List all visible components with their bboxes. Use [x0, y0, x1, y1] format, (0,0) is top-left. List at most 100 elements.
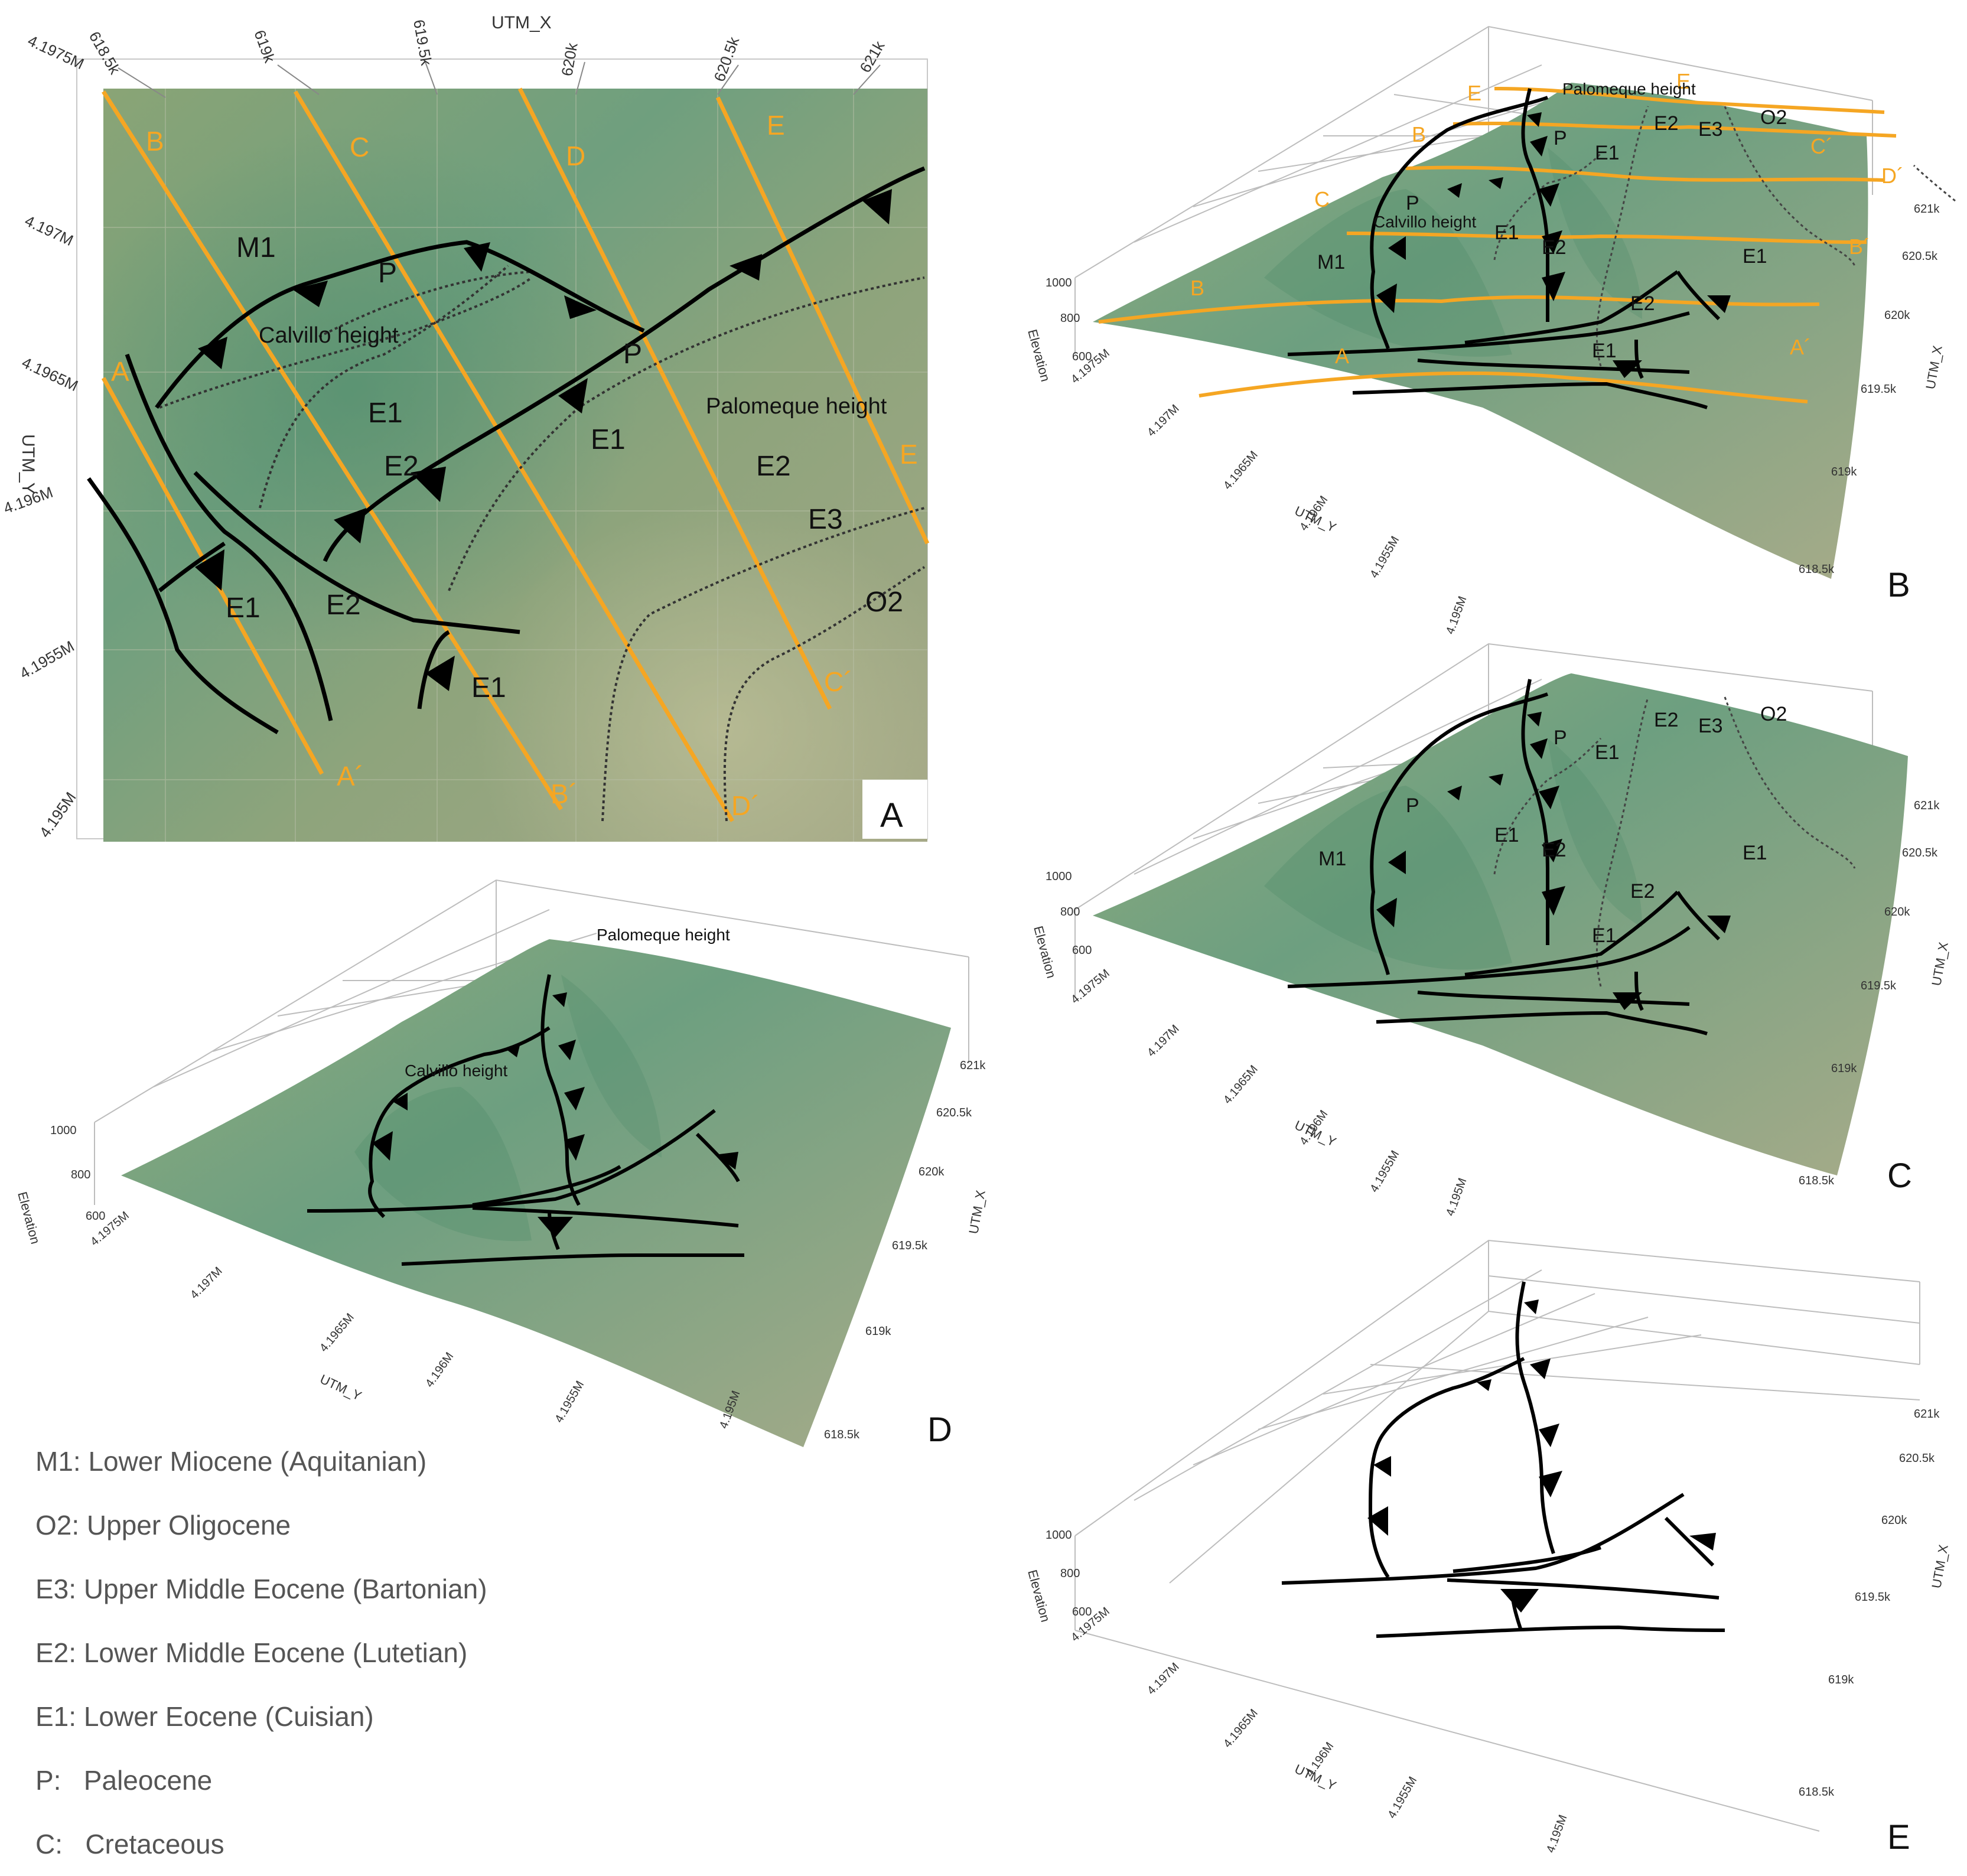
x-ticks-c: 621k 620.5k 620k 619.5k 619k 618.5k	[1799, 799, 1940, 1187]
sec-b-8: B´	[1849, 234, 1870, 259]
z-title-d: Elevation	[15, 1190, 43, 1246]
svg-text:621k: 621k	[960, 1059, 986, 1072]
x-ticks-a: 618.5k 619k 619.5k 620k 620.5k 621k	[86, 18, 888, 84]
svg-text:1000: 1000	[1046, 1529, 1072, 1542]
svg-text:618.5k: 618.5k	[824, 1428, 860, 1441]
svg-text:4.1965M: 4.1965M	[1221, 1706, 1261, 1750]
calvillo-height-b: Calvillo height	[1373, 213, 1477, 231]
svg-text:E1: E1	[1743, 842, 1767, 864]
x-title-e: UTM_X	[1929, 1543, 1951, 1590]
unit-e1-1: E1	[368, 398, 403, 429]
unit-o2: O2	[865, 587, 903, 618]
panel-d-letter: D	[927, 1411, 952, 1449]
sec-end-a: A´	[337, 761, 364, 792]
sec-b-7: D´	[1881, 164, 1904, 188]
svg-text:4.197M: 4.197M	[1145, 1660, 1182, 1698]
palomeque-height-d: Palomeque height	[597, 926, 730, 944]
svg-text:E1: E1	[1592, 924, 1617, 947]
z-ticks-e: 1000 800 600	[1046, 1529, 1092, 1618]
z-ticks-c: 1000 800 600	[1046, 870, 1092, 957]
svg-text:P: P	[1554, 727, 1567, 749]
svg-text:4.1955M: 4.1955M	[1367, 534, 1402, 580]
svg-text:O2: O2	[1760, 106, 1787, 129]
unit-p-1: P	[378, 258, 397, 289]
svg-text:621k: 621k	[1914, 799, 1940, 812]
x-title-b: UTM_X	[1923, 344, 1945, 390]
z-title-c: Elevation	[1031, 924, 1059, 980]
sec-b-2: B	[1412, 122, 1426, 146]
panel-a-map: B C D E A E C´ D´ B´ A´ M1 P P E1 E1 E2 …	[1, 13, 930, 842]
svg-text:619k: 619k	[1831, 465, 1857, 478]
svg-text:619k: 619k	[1831, 1062, 1857, 1075]
svg-text:621k: 621k	[1914, 203, 1940, 216]
svg-text:E2: E2	[1542, 236, 1567, 259]
svg-text:600: 600	[1072, 1605, 1092, 1618]
svg-text:4.195M: 4.195M	[1444, 1176, 1469, 1217]
svg-text:E1: E1	[1592, 340, 1617, 362]
y-tick-a-2: 4.1965M	[19, 353, 80, 395]
panel-c-letter: C	[1887, 1157, 1912, 1195]
x-axis-title-a: UTM_X	[491, 13, 552, 32]
svg-text:E2: E2	[1654, 112, 1679, 135]
contacts-b	[1493, 106, 1956, 367]
unit-e1-4: E1	[471, 672, 506, 704]
svg-text:4.197M: 4.197M	[1145, 1022, 1182, 1060]
faults-a	[87, 166, 926, 735]
svg-text:600: 600	[1072, 944, 1092, 957]
svg-text:618.5k: 618.5k	[1799, 1786, 1835, 1799]
sec-b-9: A´	[1790, 335, 1811, 359]
svg-text:620.5k: 620.5k	[936, 1106, 972, 1119]
sec-b-0: E	[1467, 81, 1481, 105]
x-ticks-b: 621k 620.5k 620k 619.5k 619k 618.5k	[1799, 203, 1940, 576]
unit-labels-c: P E1 E2 E3 O2 P M1 E1 E2 E1 E2 E1	[1318, 703, 1787, 947]
svg-text:P: P	[1406, 794, 1419, 817]
svg-text:4.195M: 4.195M	[1544, 1813, 1569, 1854]
svg-text:600: 600	[86, 1210, 105, 1223]
fault-teeth-c	[1376, 712, 1731, 1010]
svg-text:1000: 1000	[1046, 870, 1072, 883]
fault-teeth-b	[1376, 112, 1731, 378]
palomeque-height-label: Palomeque height	[706, 394, 887, 419]
svg-text:E1: E1	[1595, 142, 1620, 164]
svg-text:4.1965M: 4.1965M	[1221, 1063, 1261, 1106]
y-axis-title-a: UTM_Y	[18, 434, 38, 494]
unit-e2-1: E2	[384, 451, 419, 482]
unit-e2-2: E2	[756, 451, 791, 482]
svg-text:E2: E2	[1654, 709, 1679, 731]
x-tick-a-2: 619.5k	[410, 18, 435, 67]
y-tick-a-1: 4.197M	[22, 211, 76, 249]
unit-p-2: P	[623, 338, 642, 370]
palomeque-height-b: Palomeque height	[1562, 80, 1696, 98]
svg-text:E2: E2	[1542, 839, 1567, 861]
legend-item-c: C: Cretaceous	[35, 1829, 224, 1859]
svg-text:E3: E3	[1698, 715, 1723, 737]
legend-item-m1: M1: Lower Miocene (Aquitanian)	[35, 1446, 427, 1477]
panel-b-3d: E E B C B A C´ D´ B´ A´ P E1 E2 E3 O2 P …	[1025, 25, 1956, 636]
svg-text:E1: E1	[1494, 824, 1519, 846]
sec-start-e: E	[767, 110, 785, 141]
section-letters-b: E E B C B A C´ D´ B´ A´	[1190, 69, 1904, 368]
x-tick-a-3: 620k	[558, 41, 581, 77]
svg-text:1000: 1000	[1046, 276, 1072, 289]
fault-teeth-d	[372, 992, 738, 1237]
x-tick-a-0: 618.5k	[86, 28, 125, 77]
faults-e	[1281, 1281, 1725, 1638]
panel-a-letter-box	[862, 780, 927, 839]
svg-text:620k: 620k	[1884, 309, 1910, 322]
svg-text:4.1955M: 4.1955M	[1367, 1148, 1402, 1194]
svg-text:4.1965M: 4.1965M	[1221, 448, 1261, 492]
panel-d: Palomeque height Calvillo height 1000 80…	[0, 862, 988, 1449]
svg-text:800: 800	[1060, 906, 1080, 919]
panel-b-letter: B	[1887, 566, 1910, 604]
svg-text:620k: 620k	[1884, 906, 1910, 919]
y-tick-a-0: 4.1975M	[25, 31, 86, 73]
x-ticks-d: 621k 620.5k 620k 619.5k 619k 618.5k	[824, 1059, 986, 1441]
svg-text:618.5k: 618.5k	[1799, 563, 1835, 576]
unit-e1-3: E1	[226, 592, 260, 624]
fault-teeth-a	[195, 189, 892, 691]
svg-text:M1: M1	[1317, 251, 1345, 273]
panel-c: P E1 E2 E3 O2 P M1 E1 E2 E1 E2 E1 1000 8…	[981, 632, 1967, 1223]
place-names-a: Calvillo height Palomeque height	[259, 323, 887, 419]
unit-labels-b: P E1 E2 E3 O2 P E1 E2 M1 E1 E2 E1	[1317, 106, 1787, 362]
svg-text:E1: E1	[1743, 245, 1767, 268]
